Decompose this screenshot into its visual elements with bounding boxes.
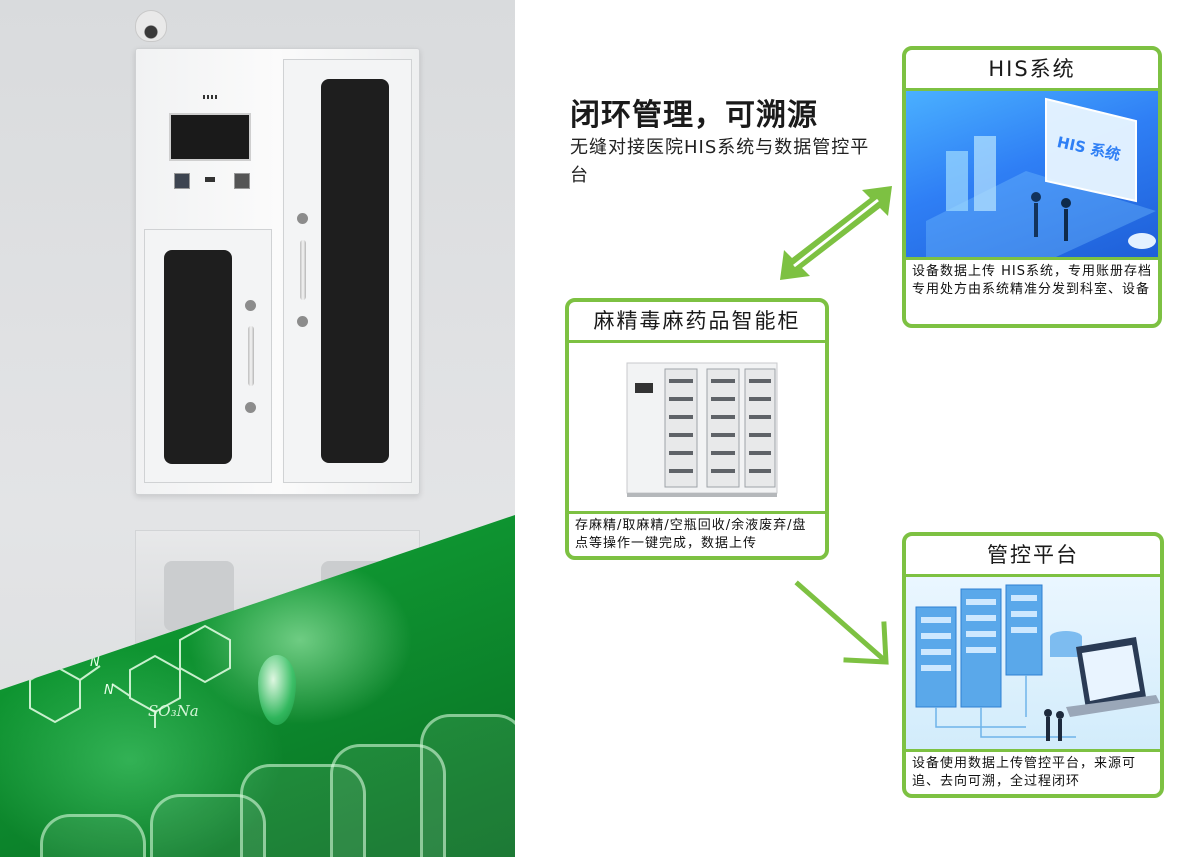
his-system-card: HIS系统 HIS 系统 设备数据上传 HIS系统，专用账册存档专用处方由系统精…	[902, 46, 1162, 328]
cabinet-card-caption: 存麻精/取麻精/空瓶回收/余液废弃/盘点等操作一键完成，数据上传	[569, 511, 825, 556]
control-card-image	[906, 577, 1160, 749]
cabinet-door-left	[144, 229, 272, 483]
cabinet-screen	[169, 113, 251, 161]
door-knob	[245, 402, 256, 413]
control-platform-card: 管控平台 设备使用数据上传管控平台，来源可追、去向可溯，	[902, 532, 1164, 798]
svg-text:N: N	[90, 655, 100, 670]
test-tube	[330, 744, 446, 857]
door-knob	[297, 213, 308, 224]
down-right-arrow-icon	[794, 580, 889, 665]
page-subtitle: 无缝对接医院HIS系统与数据管控平台	[570, 137, 870, 186]
test-tube	[240, 764, 366, 857]
test-tube	[150, 794, 266, 857]
test-tube	[420, 714, 515, 857]
scanner-icon	[234, 173, 250, 189]
card-slot	[205, 177, 215, 182]
door-handle	[300, 240, 306, 300]
chemical-formula: SO₃Na	[148, 702, 199, 720]
fingerprint-reader-icon	[174, 173, 190, 189]
liquid-drop-illustration	[258, 655, 296, 725]
cabinet-card-image	[569, 343, 825, 511]
his-card-caption: 设备数据上传 HIS系统，专用账册存档专用处方由系统精准分发到科室、设备	[906, 257, 1158, 302]
green-lab-background: N N SO₃Na	[0, 515, 515, 857]
cabinet-card-title: 麻精毒麻药品智能柜	[569, 302, 825, 343]
door-handle	[248, 326, 254, 386]
camera-dome-icon	[135, 10, 167, 42]
product-photo-panel: N N SO₃Na	[0, 0, 515, 857]
cabinet-illustration	[135, 48, 420, 495]
smart-cabinet-card: 麻精毒麻药品智能柜 存麻精/取麻精/空瓶回收/余液废弃/盘点等操作一键完成，数据…	[565, 298, 829, 560]
his-card-title: HIS系统	[906, 50, 1158, 91]
his-illustration: HIS 系统	[926, 97, 1156, 257]
door-glass	[321, 79, 389, 463]
server-network-illustration	[915, 584, 1160, 741]
door-glass	[164, 250, 232, 464]
chemical-structure-icon: N N	[29, 624, 231, 728]
his-card-image: HIS 系统	[906, 91, 1158, 257]
svg-text:N: N	[104, 683, 114, 698]
door-knob	[297, 316, 308, 327]
control-card-title: 管控平台	[906, 536, 1160, 577]
bidirectional-arrow-icon	[780, 186, 892, 280]
door-knob	[245, 300, 256, 311]
indicator-lights	[203, 95, 217, 99]
cabinet-door-right	[283, 59, 412, 483]
cabinet-row-illustration	[626, 362, 778, 497]
control-card-caption: 设备使用数据上传管控平台，来源可追、去向可溯，全过程闭环	[906, 749, 1160, 794]
test-tube	[40, 814, 146, 857]
page-title: 闭环管理，可溯源	[570, 98, 818, 133]
